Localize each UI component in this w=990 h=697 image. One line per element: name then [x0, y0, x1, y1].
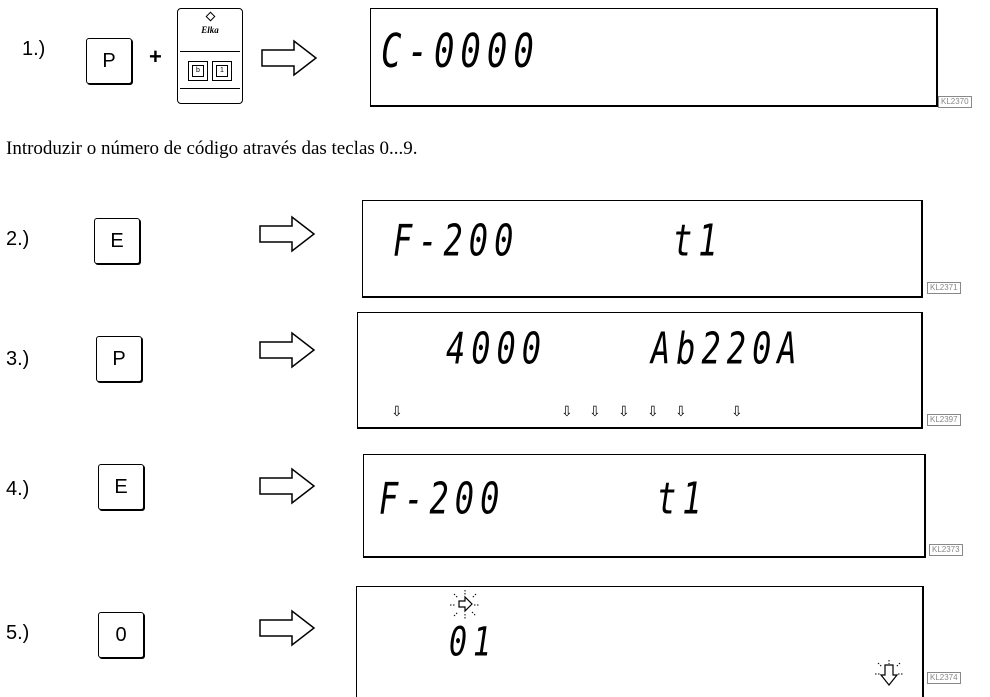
display-3-main: 4000 — [446, 323, 548, 375]
e-key[interactable]: E — [98, 464, 144, 510]
display-2-main: F-200 — [393, 215, 520, 267]
down-arrow-icon: ⇩ — [731, 404, 743, 420]
down-arrow-icon: ⇩ — [391, 404, 403, 420]
down-arrow-icon: ⇩ — [589, 404, 601, 420]
display-2-right: t1 — [673, 215, 724, 267]
step-3-number: 3.) — [6, 348, 30, 370]
down-arrow-icon: ⇩ — [675, 404, 687, 420]
remote-panel — [180, 51, 240, 89]
plus-sign: + — [149, 44, 162, 69]
lcd-display-3: 4000 Ab220A ⇩ ⇩ ⇩ ⇩ ⇩ ⇩ ⇩ — [357, 312, 923, 429]
remote-button-1-label: 1 — [216, 65, 228, 77]
right-arrow-icon — [261, 39, 318, 77]
zero-key[interactable]: 0 — [98, 612, 144, 658]
ref-kl2370: KL2370 — [938, 96, 972, 108]
down-arrow-icon: ⇩ — [561, 404, 573, 420]
down-arrow-icon: ⇩ — [647, 404, 659, 420]
blinking-indicator-icon — [450, 590, 480, 620]
instruction-text: Introduzir o número de código através da… — [6, 138, 418, 159]
remote-button-1[interactable]: 1 — [212, 61, 232, 81]
display-1-text: C-0000 — [381, 25, 540, 79]
lcd-display-1: C-0000 — [370, 8, 938, 107]
ref-kl2371: KL2371 — [927, 282, 961, 294]
down-arrow-icon: ⇩ — [618, 404, 630, 420]
ref-kl2374: KL2374 — [927, 672, 961, 684]
ref-kl2397: KL2397 — [927, 414, 961, 426]
display-5-main: 01 — [449, 619, 498, 667]
right-arrow-icon — [259, 331, 316, 369]
display-4-right: t1 — [657, 473, 708, 525]
right-arrow-icon — [259, 215, 316, 253]
step-1-number: 1.) — [22, 38, 46, 60]
step-2-number: 2.) — [6, 228, 30, 250]
remote-control: Elka b 1 — [177, 8, 243, 104]
step-5-number: 5.) — [6, 622, 30, 644]
lcd-display-5: 01 — [356, 586, 924, 697]
remote-brand-label: Elka — [201, 25, 219, 35]
remote-button-b-label: b — [192, 65, 204, 77]
p-key[interactable]: P — [86, 38, 132, 84]
step-4-number: 4.) — [6, 478, 30, 500]
display-4-main: F-200 — [379, 473, 506, 525]
p-key[interactable]: P — [96, 336, 142, 382]
right-arrow-icon — [259, 467, 316, 505]
display-3-right: Ab220A — [651, 323, 803, 375]
right-arrow-icon — [259, 609, 316, 647]
remote-led-icon — [205, 11, 216, 22]
blinking-down-arrow-icon — [875, 660, 903, 686]
lcd-display-4: F-200 t1 — [363, 454, 926, 558]
ref-kl2373: KL2373 — [929, 544, 963, 556]
remote-button-b[interactable]: b — [188, 61, 208, 81]
lcd-display-2: F-200 t1 — [362, 200, 923, 298]
e-key[interactable]: E — [94, 218, 140, 264]
